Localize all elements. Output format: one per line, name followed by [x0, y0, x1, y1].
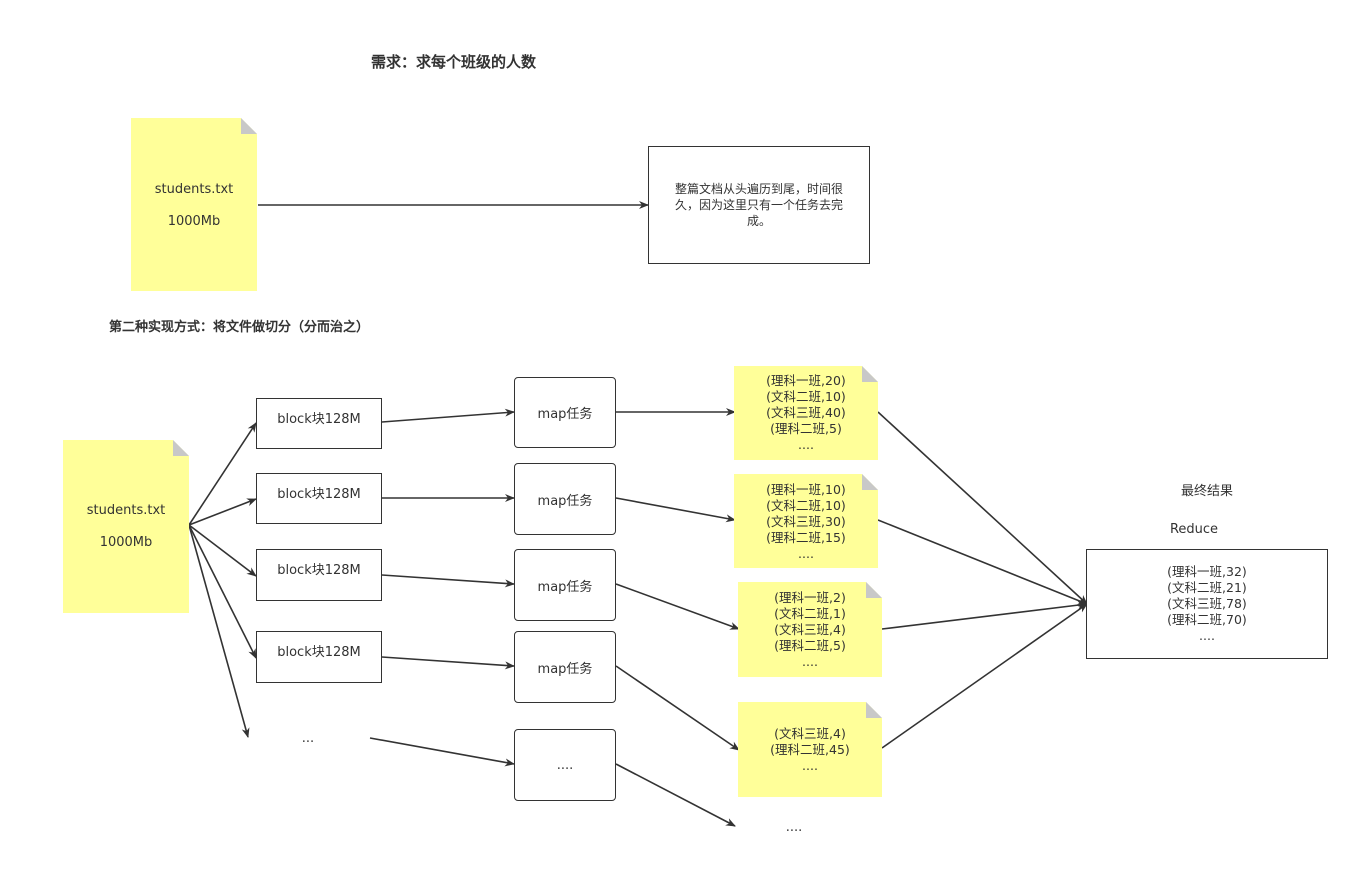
note-fold — [866, 702, 882, 718]
note-body — [131, 118, 257, 291]
arrow-block-to-map-5 — [369, 737, 515, 767]
partial-line: (理科二班,15) — [766, 530, 846, 545]
partial-line: .... — [798, 437, 814, 452]
partial-line: (文科二班,1) — [774, 606, 846, 621]
partial-note-2: (理科一班,10) (文科二班,10) (文科三班,30) (理科二班,15) … — [734, 474, 878, 568]
map-label: .... — [556, 757, 574, 773]
source-file-name: students.txt — [86, 503, 166, 518]
partial-note-4: (文科三班,4) (理科二班,45) .... — [738, 702, 882, 797]
note-fold — [241, 118, 257, 134]
arrow-file-to-block-5 — [188, 524, 250, 738]
map-label: map任务 — [537, 579, 593, 595]
top-result-box: 整篇文档从头遍历到尾，时间很久，因为这里只有一个任务去完成。 — [648, 146, 870, 264]
block-label: block块128M — [277, 487, 361, 502]
partial-line: (理科二班,5) — [770, 421, 842, 436]
map-box-2: map任务 — [514, 463, 616, 535]
block-label: block块128M — [277, 645, 361, 660]
arrow-block-to-map-4 — [381, 656, 515, 670]
block-label: block块128M — [277, 563, 361, 578]
block-box-2: block块128M — [256, 473, 382, 524]
partial-lines: (理科一班,10) (文科二班,10) (文科三班,30) (理科二班,15) … — [734, 482, 878, 562]
section-subtitle: 第二种实现方式：将文件做切分（分而治之） — [109, 320, 370, 335]
map-box-3: map任务 — [514, 549, 616, 621]
partial-lines: (文科三班,4) (理科二班,45) .... — [738, 726, 882, 774]
partial-line: .... — [802, 654, 818, 669]
arrow-partial-to-reduce-1 — [877, 411, 1088, 605]
partial-lines: (理科一班,2) (文科二班,1) (文科三班,4) (理科二班,5) .... — [738, 590, 882, 670]
partial-line: (文科二班,10) — [766, 389, 846, 404]
arrow-map-to-partial-4 — [615, 665, 740, 751]
arrow-map-to-partial-2 — [615, 497, 736, 523]
map-label: map任务 — [537, 493, 593, 509]
partial-line: .... — [798, 546, 814, 561]
source-file-size: 1000Mb — [99, 535, 153, 550]
block-label: block块128M — [277, 412, 361, 427]
partial-line: (理科一班,20) — [766, 373, 846, 388]
partial-line: (文科三班,4) — [774, 622, 846, 637]
arrow-partial-to-reduce-4 — [881, 603, 1088, 749]
top-file-size: 1000Mb — [167, 214, 221, 229]
arrow-map-to-partial-3 — [615, 583, 740, 630]
map-box-4: map任务 — [514, 631, 616, 703]
top-file-note: students.txt 1000Mb — [131, 118, 257, 291]
arrow-map-to-partial-5 — [615, 763, 736, 827]
block-box-4: block块128M — [256, 631, 382, 683]
arrow-file-to-block-4 — [188, 524, 257, 659]
partial-lines: (理科一班,20) (文科二班,10) (文科三班,40) (理科二班,5) .… — [734, 373, 878, 453]
partial-line: .... — [802, 758, 818, 773]
arrow-file-to-block-2 — [188, 498, 257, 526]
note-fold — [866, 582, 882, 598]
final-line: (理科二班,70) — [1167, 612, 1247, 627]
map-box-1: map任务 — [514, 377, 616, 448]
arrow-block-to-map-1 — [381, 408, 515, 423]
partial-line: (理科一班,10) — [766, 482, 846, 497]
final-result-label: 最终结果 — [1180, 484, 1233, 499]
partial-line: (文科三班,4) — [774, 726, 846, 741]
arrow-file-to-block-1 — [188, 422, 257, 526]
final-line: (文科三班,78) — [1167, 596, 1247, 611]
top-file-name: students.txt — [154, 182, 234, 197]
reduce-label: Reduce — [1169, 522, 1219, 537]
note-fold — [173, 440, 189, 456]
partial-more: .... — [785, 820, 803, 835]
note-body — [63, 440, 189, 613]
arrow-block-to-map-3 — [381, 574, 515, 588]
map-label: map任务 — [537, 407, 593, 422]
partial-line: (理科一班,2) — [774, 590, 846, 605]
note-body — [738, 582, 882, 677]
reduce-result-box: (理科一班,32) (文科二班,21) (文科三班,78) (理科二班,70) … — [1086, 549, 1328, 659]
map-box-5: .... — [514, 729, 616, 801]
arrow-file-to-block-3 — [188, 524, 257, 577]
note-body — [734, 474, 878, 568]
partial-line: (理科二班,45) — [770, 742, 850, 757]
note-fold — [862, 366, 878, 382]
note-body — [734, 366, 878, 460]
source-file-note: students.txt 1000Mb — [63, 440, 189, 613]
map-label: map任务 — [537, 661, 593, 677]
arrow-partial-to-reduce-3 — [881, 601, 1088, 630]
page-title: 需求：求每个班级的人数 — [371, 53, 537, 71]
final-line: .... — [1199, 628, 1215, 643]
final-lines: (理科一班,32) (文科二班,21) (文科三班,78) (理科二班,70) … — [1087, 564, 1327, 644]
partial-note-3: (理科一班,2) (文科二班,1) (文科三班,4) (理科二班,5) .... — [738, 582, 882, 677]
block-box-3: block块128M — [256, 549, 382, 601]
partial-line: (文科三班,40) — [766, 405, 846, 420]
note-body — [738, 702, 882, 797]
partial-line: (文科二班,10) — [766, 498, 846, 513]
partial-line: (理科二班,5) — [774, 638, 846, 653]
arrow-partial-to-reduce-2 — [877, 519, 1088, 605]
final-line: (理科一班,32) — [1167, 564, 1247, 579]
partial-note-1: (理科一班,20) (文科二班,10) (文科三班,40) (理科二班,5) .… — [734, 366, 878, 460]
block-more: ... — [301, 731, 315, 746]
note-fold — [862, 474, 878, 490]
final-line: (文科二班,21) — [1167, 580, 1247, 595]
top-result-text: 整篇文档从头遍历到尾，时间很久，因为这里只有一个任务去完成。 — [674, 182, 843, 228]
partial-line: (文科三班,30) — [766, 514, 846, 529]
block-box-1: block块128M — [256, 398, 382, 449]
